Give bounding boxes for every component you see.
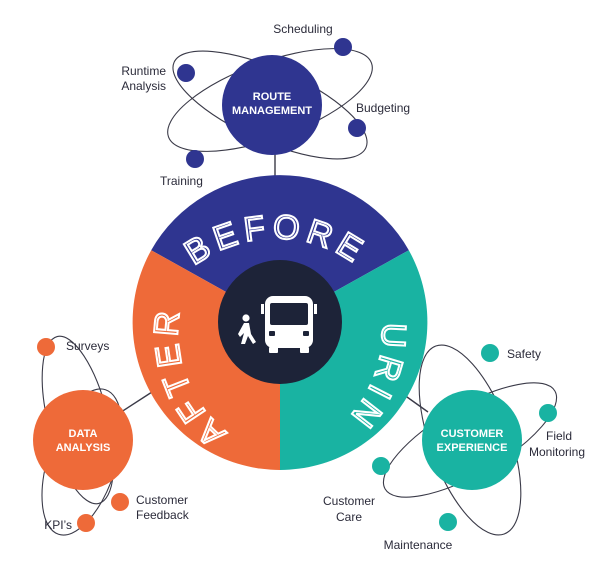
customer-hub-line1: CUSTOMER: [441, 428, 504, 440]
satellite-field-dot: [539, 404, 557, 422]
customer-experience-cluster: CUSTOMER EXPERIENCE Safety Field Monitor…: [323, 344, 585, 552]
data-analysis-hub: [33, 390, 133, 490]
satellite-training-dot: [186, 150, 204, 168]
label-runtime-line1: Runtime: [121, 64, 166, 78]
label-maintenance: Maintenance: [384, 538, 453, 552]
label-scheduling: Scheduling: [273, 22, 332, 36]
satellite-kpis-dot: [77, 514, 95, 532]
label-care-line2: Care: [336, 510, 362, 524]
bus-with-pedestrian-icon: [238, 296, 317, 353]
customer-experience-hub: [422, 390, 522, 490]
label-feedback-line1: Customer: [136, 493, 188, 507]
route-management-hub: [222, 55, 322, 155]
data-analysis-cluster: DATA ANALYSIS Surveys Customer Feedback …: [33, 335, 190, 536]
customer-hub-line2: EXPERIENCE: [437, 442, 508, 454]
label-training: Training: [160, 174, 203, 188]
label-care-line1: Customer: [323, 494, 375, 508]
data-hub-line1: DATA: [69, 428, 98, 440]
satellite-safety-dot: [481, 344, 499, 362]
segment-before: [151, 175, 409, 322]
satellite-scheduling-dot: [334, 38, 352, 56]
label-safety: Safety: [507, 347, 541, 361]
label-feedback-line2: Feedback: [136, 508, 190, 522]
label-kpis: KPI’s: [44, 518, 72, 532]
satellite-surveys-dot: [37, 338, 55, 356]
satellite-maintenance-dot: [439, 513, 457, 531]
label-surveys: Surveys: [66, 339, 109, 353]
satellite-budgeting-dot: [348, 119, 366, 137]
label-field-line1: Field: [546, 429, 572, 443]
route-management-cluster: ROUTE MANAGEMENT Scheduling Runtime Anal…: [121, 22, 410, 188]
label-runtime-line2: Analysis: [121, 79, 166, 93]
label-field-line2: Monitoring: [529, 445, 585, 459]
satellite-feedback-dot: [111, 493, 129, 511]
route-hub-line2: MANAGEMENT: [232, 105, 312, 117]
satellite-care-dot: [372, 457, 390, 475]
satellite-runtime-dot: [177, 64, 195, 82]
label-budgeting: Budgeting: [356, 101, 410, 115]
data-hub-line2: ANALYSIS: [56, 442, 111, 454]
connector-data: [117, 391, 153, 415]
route-hub-line1: ROUTE: [253, 91, 292, 103]
